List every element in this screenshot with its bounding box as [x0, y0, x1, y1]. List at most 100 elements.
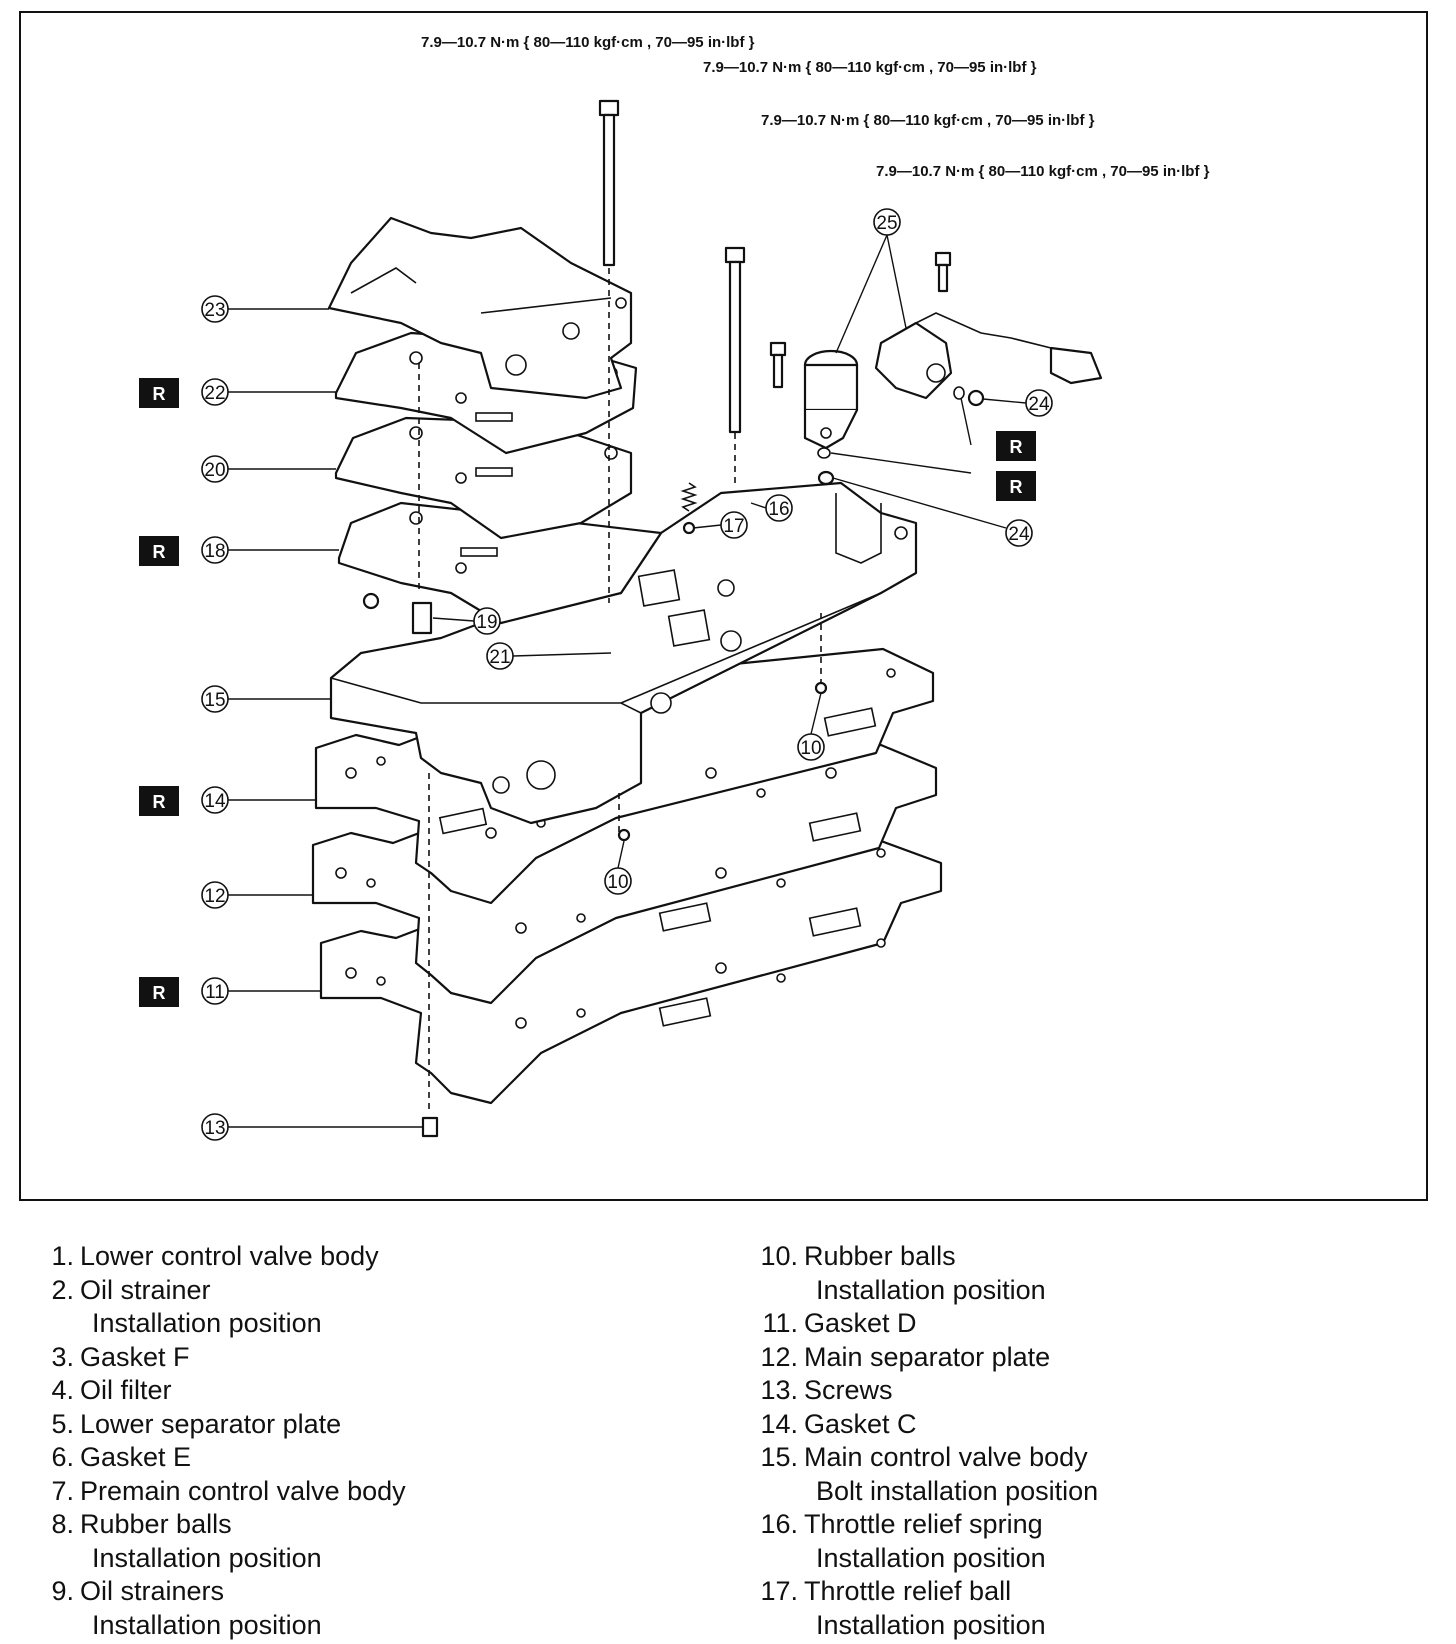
svg-text:R: R — [153, 983, 166, 1003]
legend-item-number: 1. — [51, 1241, 74, 1271]
legend-item: 16.Throttle relief spring — [752, 1508, 1412, 1542]
legend-item-number: 16. — [760, 1509, 798, 1539]
svg-text:19: 19 — [476, 612, 497, 633]
legend-item: 1.Lower control valve body — [40, 1240, 680, 1274]
solenoid-valve-1 — [803, 349, 859, 450]
replace-marker-11: R — [139, 977, 179, 1007]
callout-22: 22 — [201, 378, 229, 406]
callout-15: 15 — [201, 685, 229, 713]
diagram-canvas: 7.9—10.7 N·m { 80—110 kgf·cm , 70—95 in·… — [139, 34, 1210, 1141]
legend-item-number: 10. — [760, 1241, 798, 1271]
svg-text:R: R — [1010, 437, 1023, 457]
legend-item-number: 6. — [51, 1442, 74, 1472]
svg-text:22: 22 — [204, 383, 225, 404]
legend-item-note: Installation position — [92, 1609, 322, 1640]
plate-holes — [335, 668, 896, 1029]
legend-item: 9.Oil strainers — [40, 1575, 680, 1609]
legend-item-number: 14. — [760, 1408, 798, 1439]
svg-text:24: 24 — [1028, 394, 1050, 415]
legend-item-label: Gasket F — [80, 1341, 190, 1372]
premain-control-valve-body — [327, 216, 633, 400]
legend-item-label: Oil strainer — [80, 1274, 211, 1305]
legend-item-label: Gasket E — [80, 1442, 192, 1472]
callout-16: 16 — [765, 494, 793, 522]
callout-11: 11 — [201, 977, 229, 1005]
torque-spec-4: 7.9—10.7 N·m { 80—110 kgf·cm , 70—95 in·… — [876, 163, 1210, 180]
callout-24-upper: 24 — [1025, 389, 1053, 417]
callout-14: 14 — [201, 786, 229, 814]
legend-item-number: 8. — [51, 1509, 74, 1539]
bolt-4 — [934, 251, 952, 293]
legend-item-number: 4. — [51, 1375, 74, 1405]
callout-21: 21 — [486, 642, 514, 670]
legend-item: 7.Premain control valve body — [40, 1475, 680, 1509]
legend-item-number: 3. — [51, 1341, 74, 1372]
svg-text:R: R — [153, 542, 166, 562]
legend-item-label: Rubber balls — [80, 1509, 232, 1539]
svg-text:23: 23 — [204, 300, 225, 321]
legend-item-number: 9. — [51, 1576, 74, 1606]
legend-item: 11.Gasket D — [752, 1307, 1412, 1341]
legend-item-number: 17. — [760, 1576, 798, 1606]
legend-item-label: Gasket C — [804, 1408, 917, 1439]
legend-item-label: Gasket D — [804, 1308, 917, 1338]
legend-item-label: Main control valve body — [804, 1442, 1088, 1472]
callout-24-lower: 24 — [1005, 519, 1033, 547]
legend-item-number: 15. — [760, 1442, 798, 1472]
svg-text:12: 12 — [204, 886, 225, 907]
callout-25: 25 — [873, 208, 901, 236]
legend-item: 15.Main control valve body — [752, 1441, 1412, 1475]
legend-item: 10.Rubber balls — [752, 1240, 1412, 1274]
replace-marker-oring-2: R — [996, 471, 1036, 501]
legend-item: 6.Gasket E — [40, 1441, 680, 1475]
legend-item-label: Lower control valve body — [80, 1241, 379, 1271]
legend-item-note: Installation position — [816, 1609, 1046, 1640]
legend-item: 5.Lower separator plate — [40, 1408, 680, 1442]
solenoid-valve-2 — [874, 312, 1103, 400]
callout-20: 20 — [201, 455, 229, 483]
legend-item-number: 2. — [51, 1274, 74, 1305]
svg-text:10: 10 — [800, 738, 821, 759]
svg-text:10: 10 — [607, 872, 628, 893]
legend-item-label: Throttle relief ball — [804, 1576, 1012, 1606]
legend-item-number: 12. — [760, 1341, 798, 1372]
legend-item: 2.Oil strainer — [40, 1274, 680, 1308]
main-control-valve-body — [329, 481, 918, 825]
replace-marker-22: R — [139, 378, 179, 408]
legend-item-number: 13. — [760, 1375, 798, 1405]
svg-text:25: 25 — [876, 213, 897, 234]
legend-item-note: Bolt installation position — [816, 1475, 1099, 1506]
bolt-1 — [598, 99, 620, 603]
replace-marker-14: R — [139, 786, 179, 816]
callout-18: 18 — [201, 536, 229, 564]
rubber-ball-10-upper — [814, 681, 828, 695]
svg-text:11: 11 — [205, 982, 225, 1003]
legend-item: 4.Oil filter — [40, 1374, 680, 1408]
legend-item: 13.Screws — [752, 1374, 1412, 1408]
torque-spec-2: 7.9—10.7 N·m { 80—110 kgf·cm , 70—95 in·… — [703, 59, 1037, 76]
legend-item-label: Throttle relief spring — [804, 1509, 1043, 1539]
legend-item: 3.Gasket F — [40, 1341, 680, 1375]
legend-item-number: 11. — [762, 1308, 798, 1338]
svg-text:R: R — [1010, 477, 1023, 497]
legend-item-label: Rubber balls — [804, 1241, 956, 1271]
bolt-2 — [724, 246, 746, 483]
exploded-view-diagram: 7.9—10.7 N·m { 80—110 kgf·cm , 70—95 in·… — [19, 11, 1428, 1201]
svg-text:15: 15 — [204, 690, 225, 711]
legend-item-number: 7. — [51, 1475, 74, 1506]
svg-text:16: 16 — [768, 499, 789, 520]
legend-item: 12.Main separator plate — [752, 1341, 1412, 1375]
legend-item-label: Screws — [804, 1375, 893, 1405]
svg-text:18: 18 — [204, 541, 225, 562]
svg-text:21: 21 — [489, 647, 510, 668]
legend-item: 8.Rubber balls — [40, 1508, 680, 1542]
legend-item-note: Installation position — [92, 1308, 322, 1338]
torque-spec-1: 7.9—10.7 N·m { 80—110 kgf·cm , 70—95 in·… — [421, 34, 755, 51]
callout-19: 19 — [473, 607, 501, 635]
o-rings — [817, 386, 985, 486]
legend-item-label: Oil filter — [80, 1375, 172, 1405]
svg-text:R: R — [153, 384, 166, 404]
